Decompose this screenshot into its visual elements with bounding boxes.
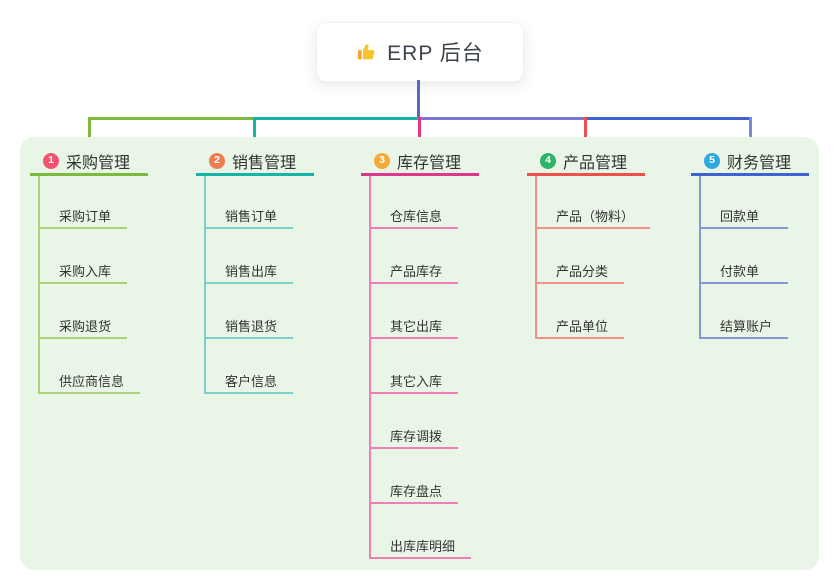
sub-topic-node[interactable]: 采购入库 (40, 229, 128, 284)
sub-topic-node[interactable]: 采购退货 (40, 284, 128, 339)
branch-label: 产品管理 (563, 154, 628, 172)
branch-header-finance[interactable]: 5 财务管理 (691, 148, 809, 176)
sub-topic-node[interactable]: 产品分类 (537, 229, 625, 284)
branch-product: 4 产品管理 产品（物料）产品分类产品单位 (527, 148, 677, 339)
branch-header-purchase[interactable]: 1 采购管理 (30, 148, 148, 176)
connector-bus-finance (585, 117, 752, 120)
sub-topic-node[interactable]: 仓库信息 (371, 176, 459, 229)
sub-topic-list: 仓库信息产品库存其它出库其它入库库存调拨库存盘点出库库明细 (369, 176, 511, 559)
sub-topic-node[interactable]: 客户信息 (206, 339, 294, 394)
connector-bus-purchase (88, 117, 255, 120)
sub-topic-node[interactable]: 其它入库 (371, 339, 459, 394)
sub-topic-node[interactable]: 付款单 (701, 229, 788, 284)
sub-topic-node[interactable]: 库存盘点 (371, 449, 459, 504)
sub-topic-list: 销售订单销售出库销售退货客户信息 (204, 176, 346, 394)
sub-topic-node[interactable]: 产品（物料） (537, 176, 651, 229)
sub-topic-node[interactable]: 产品库存 (371, 229, 459, 284)
root-topic-label: ERP 后台 (387, 42, 484, 65)
branch-label: 库存管理 (397, 154, 462, 172)
branch-label: 采购管理 (66, 154, 131, 172)
branch-inventory: 3 库存管理 仓库信息产品库存其它出库其它入库库存调拨库存盘点出库库明细 (361, 148, 511, 559)
branch-sales: 2 销售管理 销售订单销售出库销售退货客户信息 (196, 148, 346, 394)
branch-purchase: 1 采购管理 采购订单采购入库采购退货供应商信息 (30, 148, 180, 394)
sub-topic-node[interactable]: 供应商信息 (40, 339, 141, 394)
connector-bus-product (419, 117, 585, 120)
sub-topic-list: 采购订单采购入库采购退货供应商信息 (38, 176, 180, 394)
sub-topic-node[interactable]: 库存调拨 (371, 394, 459, 449)
root-topic-node[interactable]: ERP 后台 (316, 22, 524, 82)
badge-3: 3 (374, 152, 390, 169)
connector-drop-sales (253, 117, 256, 141)
branch-header-sales[interactable]: 2 销售管理 (196, 148, 314, 176)
badge-4: 4 (540, 152, 556, 169)
thumbs-up-icon (356, 41, 378, 63)
branch-label: 财务管理 (727, 154, 792, 172)
sub-topic-node[interactable]: 回款单 (701, 176, 788, 229)
badge-1: 1 (43, 152, 59, 169)
branch-finance: 5 财务管理 回款单付款单结算账户 (691, 148, 839, 339)
connector-bus-sales (255, 117, 419, 120)
sub-topic-node[interactable]: 销售退货 (206, 284, 294, 339)
connector-drop-product (584, 117, 587, 141)
branch-label: 销售管理 (232, 154, 297, 172)
sub-topic-node[interactable]: 采购订单 (40, 176, 128, 229)
badge-2: 2 (209, 152, 225, 169)
branch-header-inventory[interactable]: 3 库存管理 (361, 148, 479, 176)
connector-root-drop (417, 80, 420, 117)
sub-topic-node[interactable]: 销售出库 (206, 229, 294, 284)
badge-5: 5 (704, 152, 720, 169)
sub-topic-list: 产品（物料）产品分类产品单位 (535, 176, 677, 339)
sub-topic-node[interactable]: 其它出库 (371, 284, 459, 339)
branch-header-product[interactable]: 4 产品管理 (527, 148, 645, 176)
connector-drop-inventory (418, 117, 421, 141)
sub-topic-list: 回款单付款单结算账户 (699, 176, 839, 339)
connector-drop-finance (749, 117, 752, 141)
sub-topic-node[interactable]: 产品单位 (537, 284, 625, 339)
sub-topic-node[interactable]: 出库库明细 (371, 504, 472, 559)
connector-drop-purchase (88, 117, 91, 141)
branches-panel (20, 137, 819, 570)
sub-topic-node[interactable]: 销售订单 (206, 176, 294, 229)
sub-topic-node[interactable]: 结算账户 (701, 284, 789, 339)
